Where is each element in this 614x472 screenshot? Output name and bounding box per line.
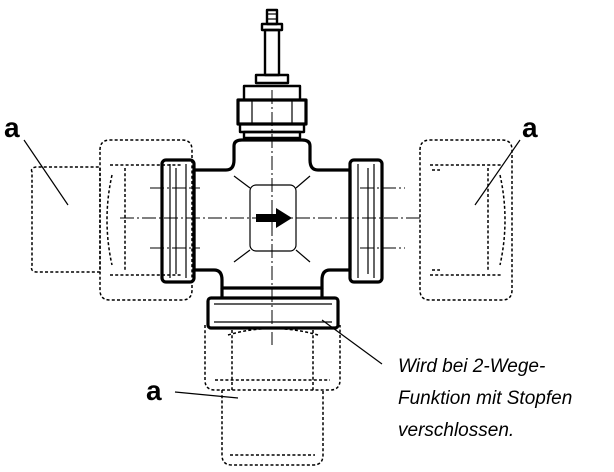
valve-body [192, 138, 352, 290]
note-line-1: Wird bei 2-Wege- [398, 356, 545, 377]
bottom-port [206, 288, 340, 330]
callout-a-bottom: a [146, 375, 162, 406]
valve-bonnet [236, 84, 308, 140]
note-line-2: Funktion mit Stopfen [398, 388, 572, 409]
flow-arrow-icon [256, 208, 292, 228]
left-flange [160, 158, 196, 284]
right-fitting-dashed [419, 139, 513, 301]
callout-a-right: a [522, 112, 538, 143]
note-line-3: verschlossen. [398, 420, 514, 441]
callout-a-left: a [4, 112, 20, 143]
bottom-fitting-dashed [204, 325, 341, 466]
left-fitting-dashed [30, 139, 193, 301]
leader-lines [23, 139, 521, 399]
valve-stem [254, 8, 290, 85]
right-flange [348, 158, 384, 284]
